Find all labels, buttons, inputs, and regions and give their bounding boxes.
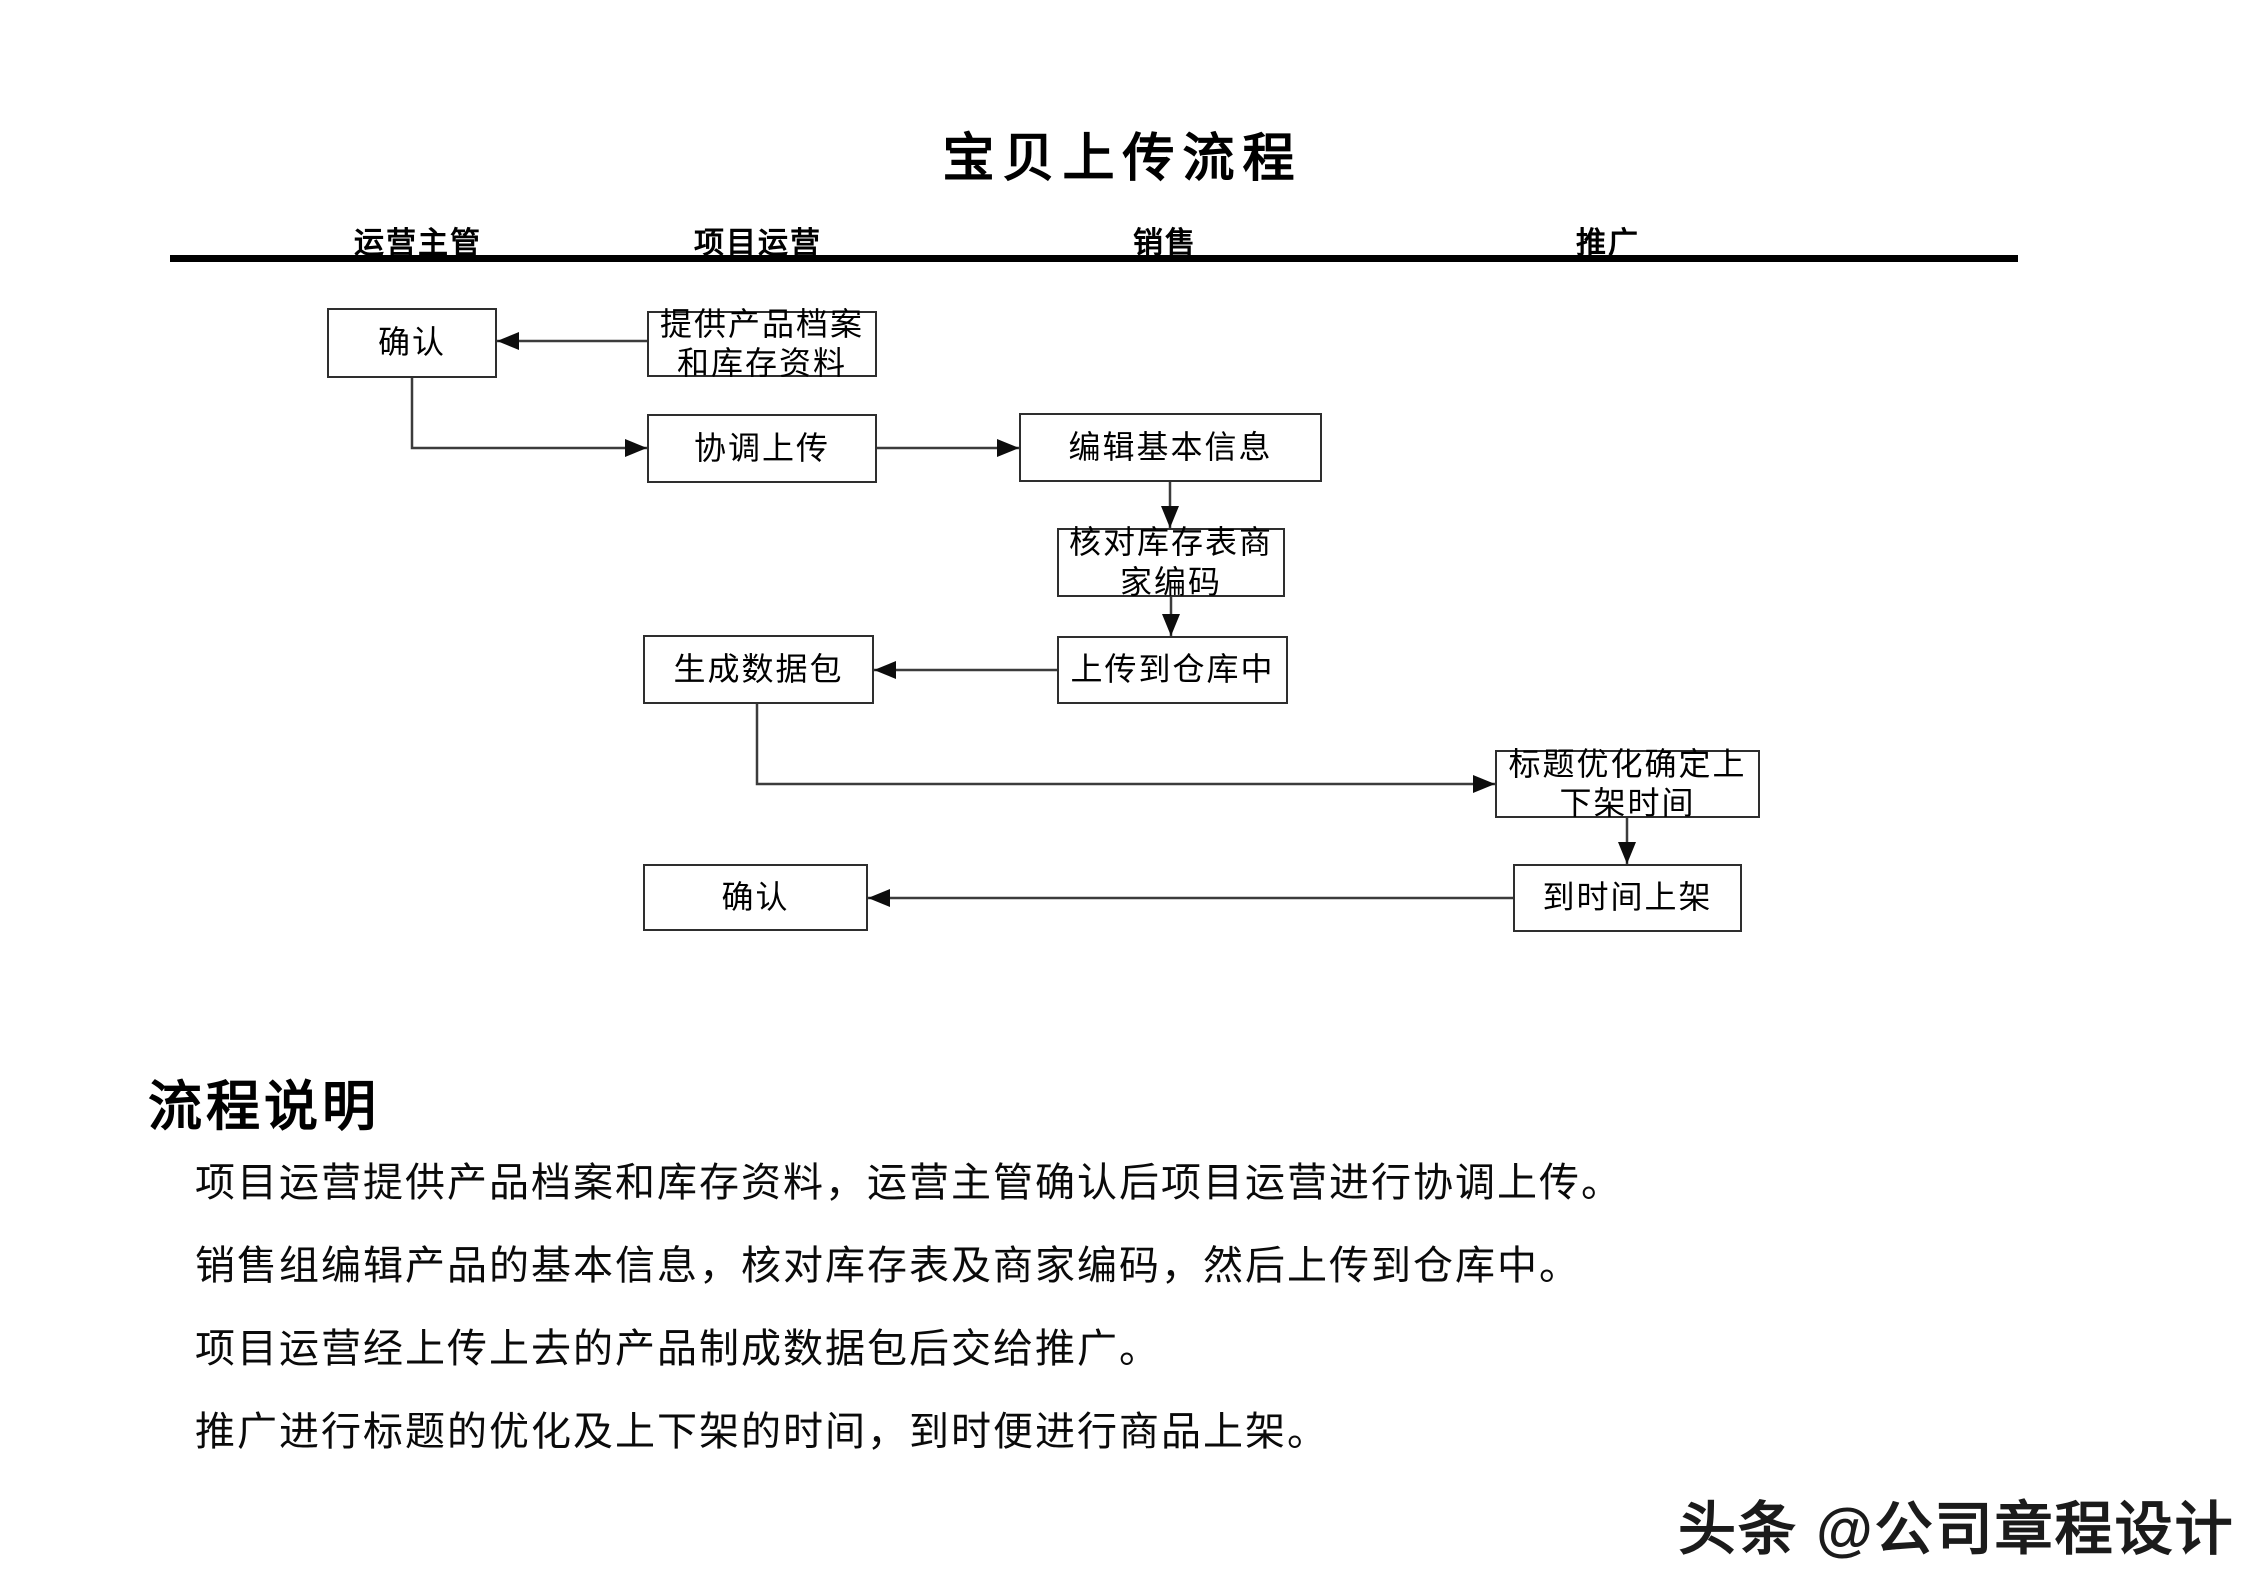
flow-node-check-inventory-code: 核对库存表商家编码: [1057, 524, 1285, 600]
process-description-line-3: 项目运营经上传上去的产品制成数据包后交给推广。: [195, 1326, 1161, 1371]
process-description-heading: 流程说明: [148, 1077, 380, 1137]
process-description-line-1: 项目运营提供产品档案和库存资料，运营主管确认后项目运营进行协调上传。: [195, 1160, 1623, 1205]
edge-generate-to-titleopt: [755, 704, 1495, 793]
lane-header-project-operations: 项目运营: [694, 227, 822, 260]
lane-header-promotion: 推广: [1576, 227, 1640, 260]
lane-header-sales: 销售: [1133, 227, 1197, 260]
flow-node-title-optimization: 标题优化确定上下架时间: [1495, 746, 1760, 821]
flow-node-generate-data-package: 生成数据包: [643, 635, 874, 704]
lane-header-operations-director: 运营主管: [354, 227, 482, 260]
flow-node-confirm-1: 确认: [327, 308, 497, 378]
process-description-line-4: 推广进行标题的优化及上下架的时间，到时便进行商品上架。: [195, 1409, 1329, 1454]
flow-node-confirm-2: 确认: [643, 864, 868, 931]
flow-node-coordinate-upload: 协调上传: [647, 414, 877, 483]
lane-header-divider: [170, 255, 2018, 262]
flow-node-upload-warehouse: 上传到仓库中: [1057, 636, 1288, 704]
flow-node-provide-files: 提供产品档案和库存资料: [647, 306, 877, 381]
flow-node-edit-basic-info: 编辑基本信息: [1019, 413, 1322, 482]
flow-node-shelf-on-time: 到时间上架: [1513, 864, 1742, 932]
process-description-line-2: 销售组编辑产品的基本信息，核对库存表及商家编码，然后上传到仓库中。: [195, 1243, 1581, 1288]
page-title: 宝贝上传流程: [942, 131, 1303, 188]
edge-confirm1-to-coordinate: [410, 378, 647, 457]
watermark-toutiao: 头条 @公司章程设计: [1678, 1497, 2235, 1562]
